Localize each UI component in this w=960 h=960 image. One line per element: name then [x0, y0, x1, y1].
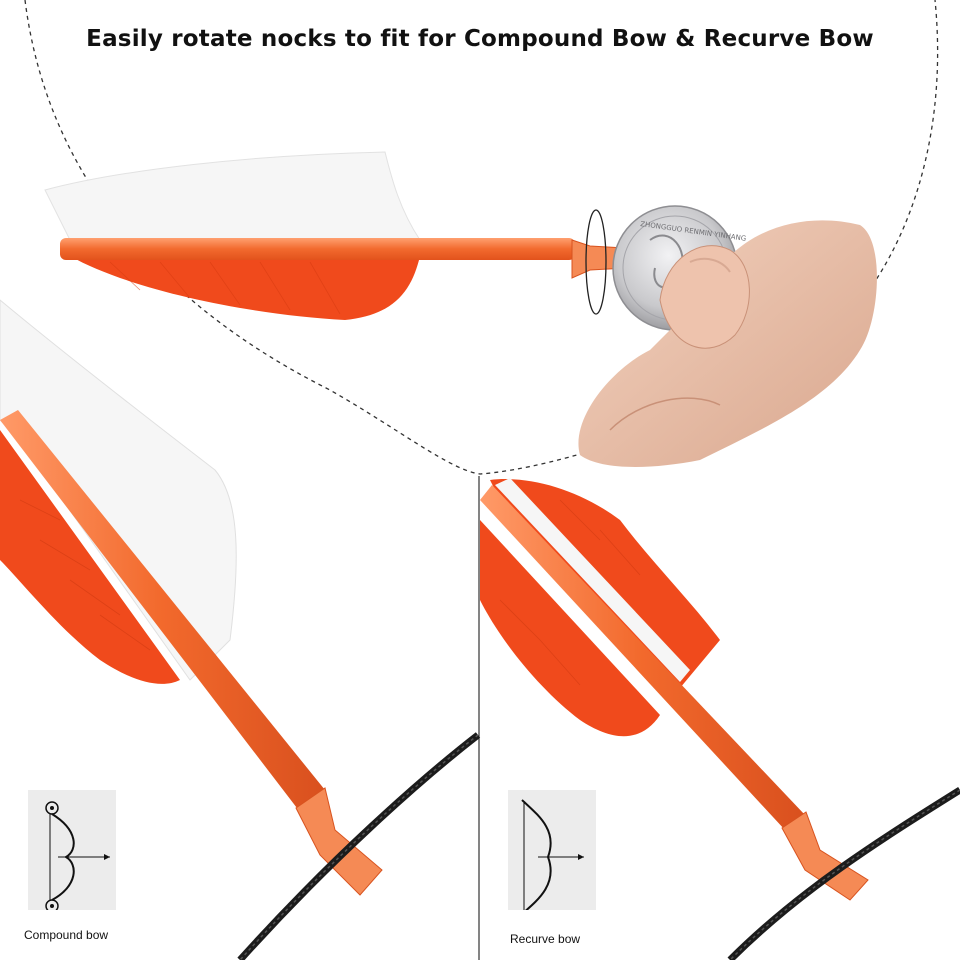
hand — [578, 220, 877, 467]
recurve-bow-icon — [521, 799, 584, 915]
white-vane-top — [44, 151, 421, 241]
shaft-left — [0, 410, 325, 812]
white-vane-left — [0, 299, 237, 681]
compound-bow-label: Compound bow — [24, 928, 109, 942]
compound-bow-icon — [45, 801, 110, 913]
top-arrow — [44, 151, 663, 320]
compound-bow-diagram — [28, 790, 116, 913]
white-vane-right — [495, 478, 690, 682]
orange-vane-left — [0, 430, 180, 684]
recurve-bow-label: Recurve bow — [510, 932, 581, 946]
right-arrow — [480, 478, 869, 901]
rotation-marker — [585, 209, 607, 315]
nock-right — [781, 811, 869, 901]
orange-vane-top — [70, 256, 420, 320]
recurve-bow-diagram — [508, 790, 596, 915]
left-arrow — [0, 299, 383, 896]
shaft-right — [480, 485, 805, 830]
nock-left — [295, 787, 383, 896]
shaft-top — [60, 238, 575, 260]
orange-vane-right-lower — [480, 520, 660, 737]
page-title: Easily rotate nocks to fit for Compound … — [86, 26, 874, 52]
